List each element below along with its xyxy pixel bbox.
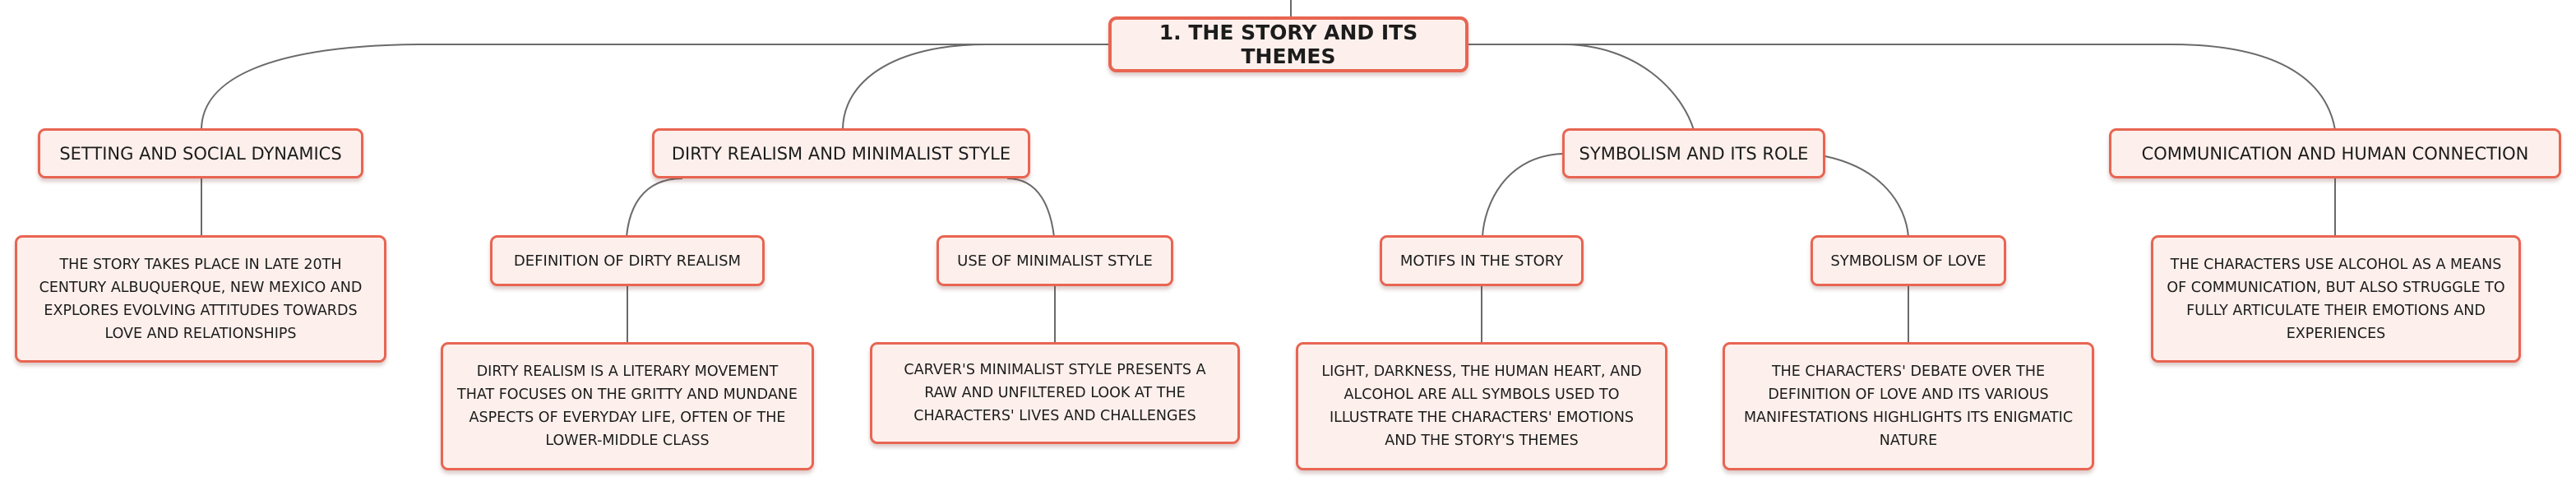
connector-central-symbolism xyxy=(1467,44,1695,131)
connector-dirty-definition xyxy=(626,178,683,238)
detail-dirty-realism-definition[interactable]: DIRTY REALISM IS A LITERARY MOVEMENT THA… xyxy=(441,342,814,470)
central-topic-label: 1. THE STORY AND ITS THEMES xyxy=(1159,21,1418,68)
connector-dirty-minimalist xyxy=(1006,178,1055,238)
subtopic-label: DEFINITION OF DIRTY REALISM xyxy=(513,252,742,270)
detail-minimalist-style[interactable]: CARVER'S MINIMALIST STYLE PRESENTS A RAW… xyxy=(870,342,1240,444)
connector-symbolism-motifs xyxy=(1482,153,1563,238)
subtopic-label: USE OF MINIMALIST STYLE xyxy=(957,252,1153,270)
topic-label: DIRTY REALISM AND MINIMALIST STYLE xyxy=(671,143,1011,164)
detail-motifs[interactable]: LIGHT, DARKNESS, THE HUMAN HEART, AND AL… xyxy=(1296,342,1667,470)
subtopic-use-minimalist-style[interactable]: USE OF MINIMALIST STYLE xyxy=(937,235,1173,286)
topic-label: COMMUNICATION AND HUMAN CONNECTION xyxy=(2141,143,2529,164)
subtopic-label: SYMBOLISM OF LOVE xyxy=(1830,252,1986,270)
connector-symbolism-love xyxy=(1824,155,1909,238)
topic-label: SYMBOLISM AND ITS ROLE xyxy=(1579,143,1809,164)
connector-central-setting xyxy=(201,44,1110,131)
detail-text: THE CHARACTERS' DEBATE OVER THE DEFINITI… xyxy=(1743,363,2074,449)
detail-text: LIGHT, DARKNESS, THE HUMAN HEART, AND AL… xyxy=(1321,363,1642,449)
topic-symbolism-role[interactable]: SYMBOLISM AND ITS ROLE xyxy=(1562,128,1825,178)
topic-setting-social-dynamics[interactable]: SETTING AND SOCIAL DYNAMICS xyxy=(38,128,363,178)
subtopic-definition-dirty-realism[interactable]: DEFINITION OF DIRTY REALISM xyxy=(490,235,765,286)
connector-central-dirty-realism xyxy=(842,44,1110,131)
subtopic-motifs-in-story[interactable]: MOTIFS IN THE STORY xyxy=(1380,235,1584,286)
detail-text: THE CHARACTERS USE ALCOHOL AS A MEANS OF… xyxy=(2167,256,2505,342)
detail-text: CARVER'S MINIMALIST STYLE PRESENTS A RAW… xyxy=(904,362,1206,424)
topic-communication-human-connection[interactable]: COMMUNICATION AND HUMAN CONNECTION xyxy=(2109,128,2561,178)
topic-dirty-realism-minimalist-style[interactable]: DIRTY REALISM AND MINIMALIST STYLE xyxy=(652,128,1030,178)
detail-setting[interactable]: THE STORY TAKES PLACE IN LATE 20TH CENTU… xyxy=(15,235,386,363)
detail-symbolism-of-love[interactable]: THE CHARACTERS' DEBATE OVER THE DEFINITI… xyxy=(1723,342,2094,470)
detail-communication[interactable]: THE CHARACTERS USE ALCOHOL AS A MEANS OF… xyxy=(2151,235,2521,363)
topic-label: SETTING AND SOCIAL DYNAMICS xyxy=(59,143,342,164)
connector-central-communication xyxy=(1467,44,2336,131)
subtopic-symbolism-of-love[interactable]: SYMBOLISM OF LOVE xyxy=(1811,235,2006,286)
central-topic[interactable]: 1. THE STORY AND ITS THEMES xyxy=(1108,16,1468,72)
detail-text: DIRTY REALISM IS A LITERARY MOVEMENT THA… xyxy=(457,363,798,449)
subtopic-label: MOTIFS IN THE STORY xyxy=(1399,252,1564,270)
detail-text: THE STORY TAKES PLACE IN LATE 20TH CENTU… xyxy=(39,256,363,342)
